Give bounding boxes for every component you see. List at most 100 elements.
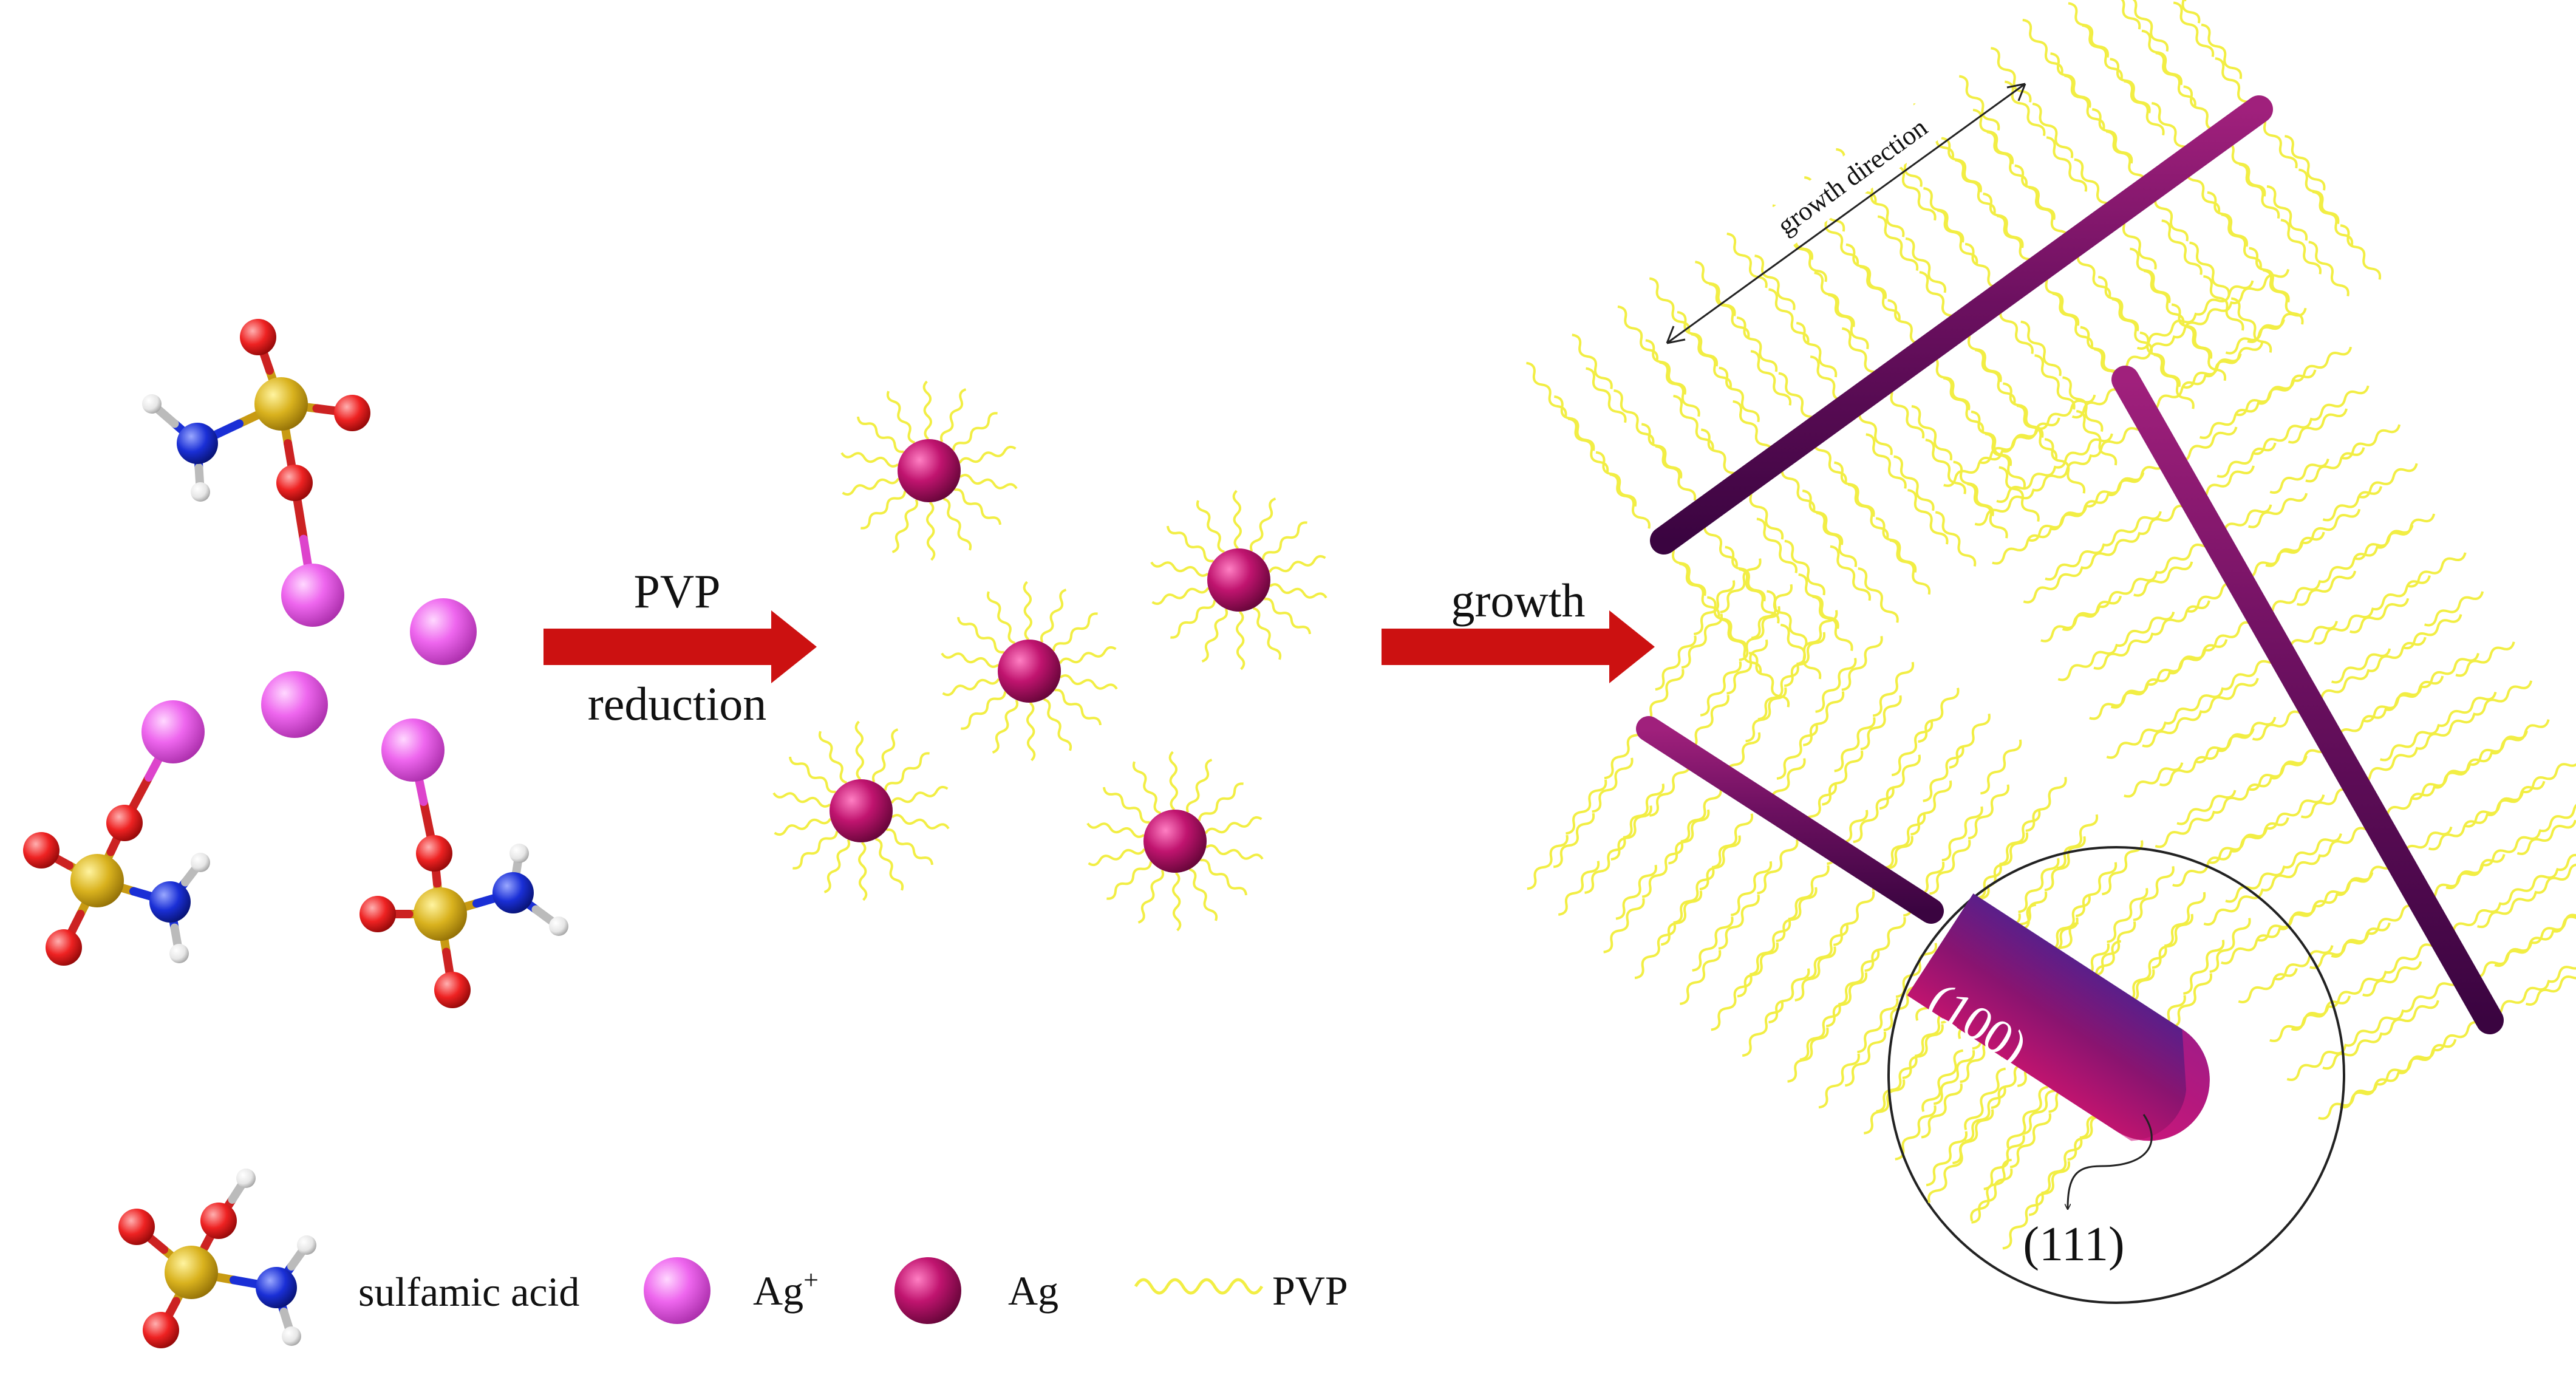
pvp-chain xyxy=(2052,292,2093,348)
pvp-chain xyxy=(2221,929,2281,965)
pvp-chain xyxy=(1659,361,1700,417)
pvp-chain xyxy=(1911,404,1952,461)
pvp-chain xyxy=(1996,467,2056,503)
pvp-chain xyxy=(1558,861,1600,916)
pvp-chain xyxy=(2379,1000,2439,1036)
pvp-chain xyxy=(2046,136,2088,192)
pvp-chain xyxy=(2082,24,2123,80)
pvp-chain xyxy=(1891,721,1934,777)
pvp-chain xyxy=(2049,495,2109,531)
pvp-chain xyxy=(886,828,934,865)
pvp-chain xyxy=(2265,794,2325,830)
pvp-chain xyxy=(1788,865,1830,921)
ag-nanoparticle xyxy=(830,779,893,842)
pvp-chain xyxy=(1026,701,1036,762)
pvp-chain xyxy=(1968,784,2009,840)
pvp-chain xyxy=(2020,320,2062,377)
pvp-capped-ag-particle xyxy=(840,380,1018,561)
pvp-chain xyxy=(2006,1085,2049,1148)
pvp-chain xyxy=(1102,787,1150,824)
pvp-chain xyxy=(2028,186,2070,242)
pvp-chain xyxy=(2433,753,2493,789)
pvp-chain xyxy=(1980,739,2022,795)
pvp-chain xyxy=(1838,950,1880,1006)
legend: sulfamic acid Ag+ Ag PVP xyxy=(118,1169,1348,1348)
pvp-chain xyxy=(2161,219,2203,275)
pvp-chain xyxy=(959,474,1018,490)
pvp-chain xyxy=(1527,834,1569,890)
pvp-chain xyxy=(1975,349,2016,404)
pvp-chain xyxy=(2209,918,2251,974)
pvp-chain xyxy=(1929,839,1971,895)
nitrogen-atom xyxy=(256,1267,297,1308)
pvp-chain xyxy=(922,380,933,440)
ag-nanoparticle xyxy=(898,439,961,502)
pvp-chain xyxy=(1807,924,1849,980)
pvp-chain xyxy=(2133,561,2193,597)
sulfur-atom xyxy=(70,854,124,907)
pvp-chain xyxy=(1970,1158,2012,1221)
pvp-chain xyxy=(2183,940,2225,995)
pvp-chain xyxy=(1796,610,1838,666)
pvp-chain xyxy=(2057,646,2118,681)
legend-ag-atom-label: Ag xyxy=(1008,1268,1058,1314)
pvp-chain xyxy=(2238,968,2298,1003)
pvp-chain xyxy=(1864,1079,1906,1135)
oxygen-atom xyxy=(118,1209,155,1245)
pvp-chain xyxy=(2221,655,2281,691)
pvp-chain xyxy=(1526,361,1567,418)
pvp-chain xyxy=(2195,728,2255,763)
pvp-chain xyxy=(2212,778,2272,814)
pvp-chain xyxy=(2201,23,2243,80)
pvp-chain xyxy=(2093,634,2153,670)
nanowire-top xyxy=(1650,95,2273,555)
pvp-chain xyxy=(2217,442,2277,478)
pvp-chain xyxy=(2486,780,2546,816)
ag-nanowires xyxy=(1636,95,2504,1034)
pvp-chain xyxy=(2292,346,2353,382)
pvp-chain xyxy=(1655,635,1697,691)
pvp-chain xyxy=(1893,455,1935,511)
pvp-chain xyxy=(2516,819,2576,855)
pvp-chain xyxy=(886,391,915,444)
pvp-chain xyxy=(2099,0,2141,30)
pvp-chain xyxy=(1649,762,1691,817)
pvp-chain xyxy=(2538,797,2576,833)
pvp-chain xyxy=(1964,1067,2006,1130)
pvp-chain xyxy=(1059,674,1118,690)
pvp-chain xyxy=(1750,350,1792,406)
step1-pvp-label: PVP xyxy=(633,565,720,618)
pvp-chain xyxy=(1937,209,1978,265)
pvp-chain xyxy=(1776,725,1818,780)
pvp-chain xyxy=(1205,844,1264,860)
pvp-chain xyxy=(2133,866,2175,921)
pvp-chain xyxy=(1921,1049,1964,1112)
pvp-chain xyxy=(1739,568,1780,624)
step2-growth-label: growth xyxy=(1451,574,1586,627)
pvp-chain xyxy=(2225,319,2285,355)
pvp-chain xyxy=(2080,534,2141,570)
sulfur-atom xyxy=(254,377,308,431)
pvp-chain xyxy=(1185,759,1213,813)
pvp-chain xyxy=(1613,389,1655,445)
pvp-chain xyxy=(2494,931,2554,968)
legend-pvp-icon xyxy=(1134,1278,1264,1295)
pvp-chain xyxy=(1768,288,1810,344)
pvp-chain xyxy=(2194,280,2254,316)
magnified-nanowire-tip: (100) (111) xyxy=(1887,846,2345,1304)
pvp-chain xyxy=(1700,661,1742,717)
silver-ion xyxy=(281,564,344,627)
pvp-chain xyxy=(1261,521,1307,560)
pvp-chain xyxy=(2314,609,2374,645)
pvp-chain xyxy=(2027,506,2088,542)
pvp-chain xyxy=(1235,610,1245,671)
pvp-chain xyxy=(2547,947,2576,983)
pvp-chain xyxy=(1200,859,1248,896)
pvp-chain xyxy=(2257,369,2317,405)
silver-ion xyxy=(381,718,445,782)
pvp-chain xyxy=(1617,305,1658,361)
pvp-chain xyxy=(2089,421,2149,457)
pvp-chain xyxy=(2308,241,2349,297)
pvp-chain xyxy=(1649,277,1691,333)
pvp-chain xyxy=(2045,545,2105,581)
